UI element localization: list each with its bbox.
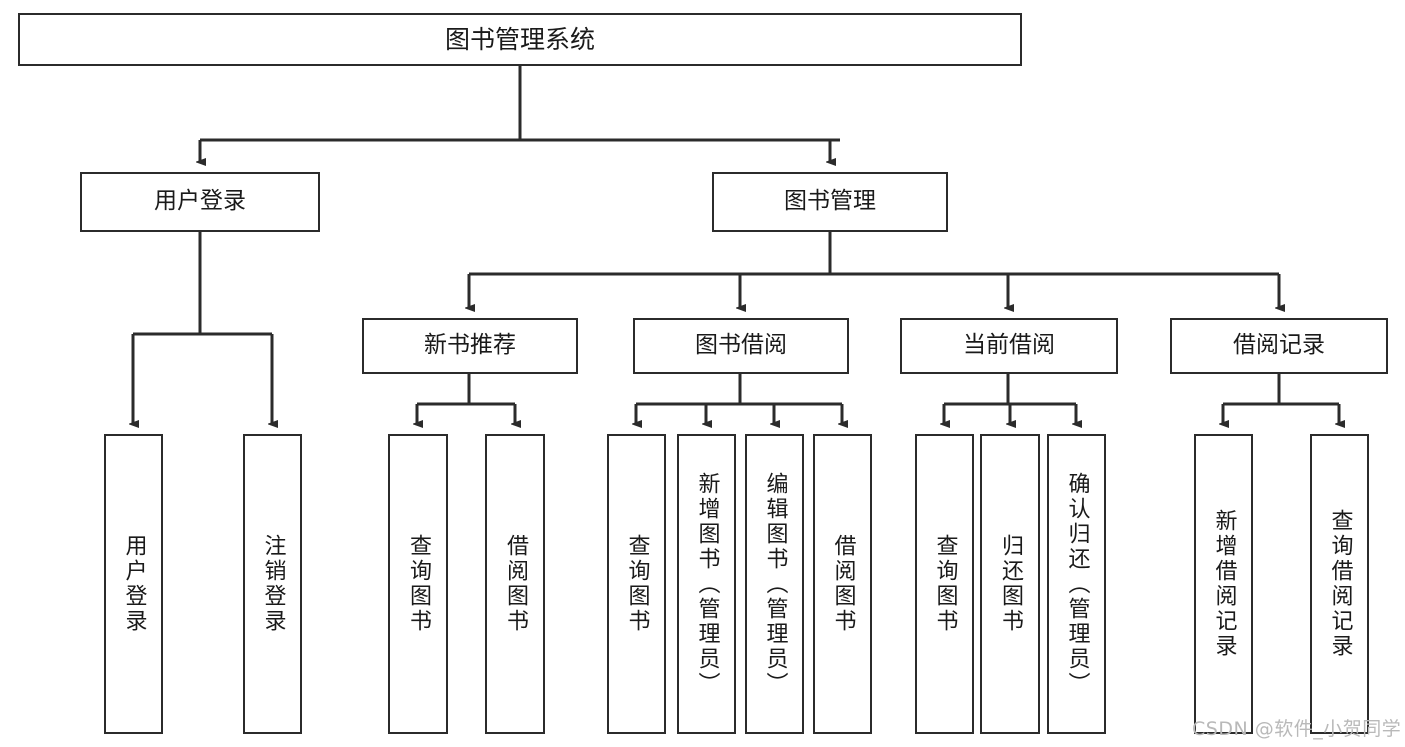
leaf-confirm-return-label: 确认归还（管理员） bbox=[1064, 471, 1090, 697]
leaf-query-book-borrow[interactable]: 查询图书 bbox=[607, 434, 666, 734]
leaf-query-record[interactable]: 查询借阅记录 bbox=[1310, 434, 1369, 734]
leaf-add-record-label: 新增借阅记录 bbox=[1211, 509, 1237, 659]
node-book-borrow-label: 图书借阅 bbox=[695, 332, 787, 359]
node-book-manage-label: 图书管理 bbox=[784, 188, 876, 215]
leaf-confirm-return[interactable]: 确认归还（管理员） bbox=[1047, 434, 1106, 734]
node-user-login[interactable]: 用户登录 bbox=[80, 172, 320, 232]
node-new-book-rec-label: 新书推荐 bbox=[424, 332, 516, 359]
leaf-return-book-label: 归还图书 bbox=[998, 534, 1023, 634]
csdn-watermark: CSDN @软件_小贺同学 bbox=[1192, 718, 1402, 740]
leaf-borrow-book-rec[interactable]: 借阅图书 bbox=[485, 434, 545, 734]
leaf-user-login-label: 用户登录 bbox=[121, 534, 147, 634]
leaf-borrow-book-rec-label: 借阅图书 bbox=[503, 534, 528, 634]
node-book-borrow[interactable]: 图书借阅 bbox=[633, 318, 849, 374]
leaf-add-book-label: 新增图书（管理员） bbox=[694, 471, 720, 697]
leaf-query-record-label: 查询借阅记录 bbox=[1327, 509, 1353, 659]
node-borrow-record[interactable]: 借阅记录 bbox=[1170, 318, 1388, 374]
leaf-user-login[interactable]: 用户登录 bbox=[104, 434, 163, 734]
leaf-user-logout[interactable]: 注销登录 bbox=[243, 434, 302, 734]
leaf-add-record[interactable]: 新增借阅记录 bbox=[1194, 434, 1253, 734]
node-root-label: 图书管理系统 bbox=[444, 24, 595, 54]
node-book-manage[interactable]: 图书管理 bbox=[712, 172, 948, 232]
leaf-query-book-rec[interactable]: 查询图书 bbox=[388, 434, 448, 734]
leaf-edit-book[interactable]: 编辑图书（管理员） bbox=[745, 434, 804, 734]
leaf-query-book-cur[interactable]: 查询图书 bbox=[915, 434, 974, 734]
leaf-user-logout-label: 注销登录 bbox=[260, 534, 286, 634]
leaf-query-book-cur-label: 查询图书 bbox=[932, 534, 958, 634]
leaf-return-book[interactable]: 归还图书 bbox=[980, 434, 1040, 734]
leaf-borrow-book[interactable]: 借阅图书 bbox=[813, 434, 872, 734]
leaf-add-book[interactable]: 新增图书（管理员） bbox=[677, 434, 736, 734]
leaf-borrow-book-label: 借阅图书 bbox=[830, 534, 856, 634]
node-current-borrow-label: 当前借阅 bbox=[963, 332, 1055, 359]
node-current-borrow[interactable]: 当前借阅 bbox=[900, 318, 1118, 374]
node-root[interactable]: 图书管理系统 bbox=[18, 13, 1022, 66]
leaf-edit-book-label: 编辑图书（管理员） bbox=[762, 471, 788, 697]
node-new-book-rec[interactable]: 新书推荐 bbox=[362, 318, 578, 374]
node-user-login-label: 用户登录 bbox=[154, 188, 246, 215]
leaf-query-book-rec-label: 查询图书 bbox=[406, 534, 431, 634]
node-borrow-record-label: 借阅记录 bbox=[1233, 332, 1325, 359]
leaf-query-book-borrow-label: 查询图书 bbox=[624, 534, 650, 634]
